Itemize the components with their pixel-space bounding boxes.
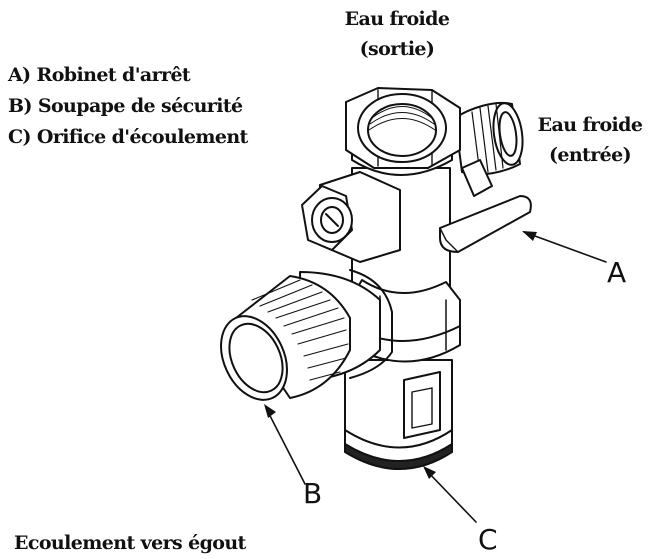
cold-water-inlet-label: Eau froide (entrée) (520, 110, 657, 170)
leader-a (523, 231, 607, 263)
cold-water-outlet-line2: (sortie) (359, 38, 435, 60)
side-port (301, 171, 401, 263)
drain-label: Ecoulement vers égout (14, 532, 246, 554)
drain-body (344, 359, 453, 470)
legend: A) Robinet d'arrêt B) Soupape de sécurit… (8, 60, 248, 153)
legend-item-b: B) Soupape de sécurité (8, 95, 243, 117)
callout-arrowheads (264, 231, 537, 479)
leader-c (425, 469, 477, 523)
callout-c: C (478, 523, 498, 556)
shutoff-lever (439, 159, 532, 253)
cold-water-outlet-line1: Eau froide (344, 8, 450, 30)
cold-water-outlet-label: Eau froide (sortie) (322, 4, 472, 64)
legend-item-c: C) Orifice d'écoulement (8, 126, 248, 148)
callout-b: B (303, 477, 323, 510)
arrowhead-b (264, 404, 276, 418)
safety-valve-knob (220, 269, 393, 401)
callout-a: A (607, 256, 627, 289)
outlet-hex-nut (345, 87, 461, 176)
inlet-thread (454, 102, 524, 176)
legend-item-a: A) Robinet d'arrêt (8, 64, 191, 86)
callout-lines (265, 231, 607, 523)
cold-water-inlet-line1: Eau froide (537, 114, 643, 136)
cold-water-inlet-line2: (entrée) (548, 144, 632, 166)
leader-b (265, 407, 306, 485)
arrowhead-a (522, 231, 537, 241)
arrowhead-c (423, 466, 436, 479)
